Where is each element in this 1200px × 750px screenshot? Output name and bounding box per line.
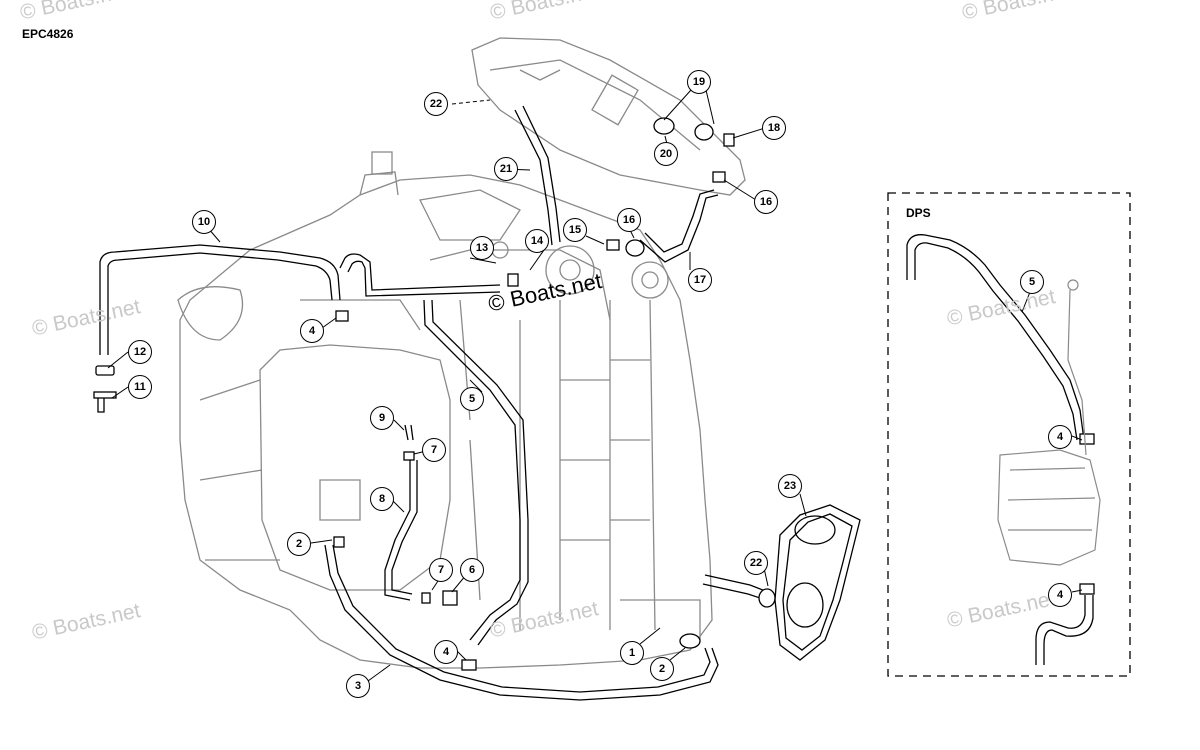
fittings — [93, 117, 1095, 671]
callout-23[interactable]: 23 — [778, 474, 802, 498]
hoses — [99, 105, 1094, 701]
callout-20[interactable]: 20 — [654, 142, 678, 166]
leader-lines — [107, 89, 1083, 682]
callout-8[interactable]: 8 — [370, 487, 394, 511]
callout-12[interactable]: 12 — [128, 340, 152, 364]
callout-22[interactable]: 22 — [424, 92, 448, 116]
callout-7[interactable]: 7 — [429, 558, 453, 582]
callout-5[interactable]: 5 — [460, 387, 484, 411]
callout-4[interactable]: 4 — [434, 640, 458, 664]
callout-5[interactable]: 5 — [1020, 270, 1044, 294]
callout-18[interactable]: 18 — [762, 116, 786, 140]
callout-13[interactable]: 13 — [470, 236, 494, 260]
callout-3[interactable]: 3 — [346, 674, 370, 698]
callout-10[interactable]: 10 — [192, 210, 216, 234]
callout-1[interactable]: 1 — [620, 641, 644, 665]
dps-label: DPS — [906, 206, 931, 220]
callout-9[interactable]: 9 — [370, 406, 394, 430]
callout-2[interactable]: 2 — [650, 657, 674, 681]
callout-14[interactable]: 14 — [525, 229, 549, 253]
callout-4[interactable]: 4 — [1048, 425, 1072, 449]
callout-21[interactable]: 21 — [494, 157, 518, 181]
dps-inset-box — [887, 192, 1131, 677]
callout-4[interactable]: 4 — [300, 319, 324, 343]
cover-part — [774, 504, 861, 661]
callout-6[interactable]: 6 — [460, 558, 484, 582]
callout-17[interactable]: 17 — [688, 268, 712, 292]
callout-19[interactable]: 19 — [687, 70, 711, 94]
callout-16[interactable]: 16 — [617, 208, 641, 232]
callout-2[interactable]: 2 — [287, 532, 311, 556]
diagram-code: EPC4826 — [22, 27, 74, 41]
callout-7[interactable]: 7 — [422, 438, 446, 462]
callout-15[interactable]: 15 — [563, 218, 587, 242]
callout-16[interactable]: 16 — [754, 190, 778, 214]
callout-11[interactable]: 11 — [128, 375, 152, 399]
callout-22[interactable]: 22 — [744, 551, 768, 575]
dps-parts — [997, 279, 1101, 566]
callout-4[interactable]: 4 — [1048, 583, 1072, 607]
